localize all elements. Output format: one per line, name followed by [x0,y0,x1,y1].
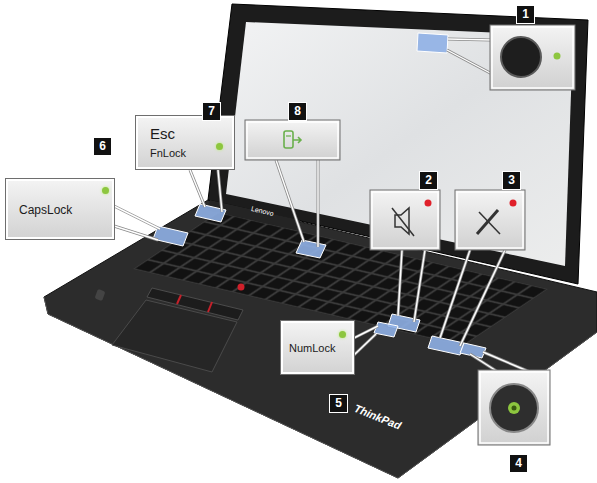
key-label: FnLock [150,147,186,159]
button-stripe [208,302,212,312]
key-label: CapsLock [19,203,72,217]
led-indicator [339,331,346,338]
led-indicator [102,187,109,194]
callout-number: 1 [517,6,534,23]
drive-status-zoom-box [245,120,340,160]
callout-number: 7 [203,103,220,120]
callout-number: 8 [289,103,306,120]
key-zoom-box: NumLock [280,320,355,375]
screen-bezel [208,4,588,284]
base-front-edge [44,297,597,478]
touchpad [112,300,237,372]
callout-number: 6 [94,138,111,155]
button-stripe [177,295,181,304]
callout-number: 2 [420,172,437,189]
key-label: NumLock [289,342,335,354]
led-indicator [216,143,223,150]
power-zoom-box [478,370,550,445]
trackpoint [238,284,245,291]
key-zoom-box: EscFnLock [135,115,235,170]
key-zoom-box: CapsLock [5,178,115,240]
callout-number: 4 [510,455,527,472]
mic-zoom-box [455,190,525,250]
callout-number: 5 [330,395,347,412]
highlight-marks [153,33,486,358]
camera-zoom-box [490,25,575,90]
key-label: Esc [150,125,175,142]
display [226,22,573,266]
mute-zoom-box [370,190,440,250]
fingerprint-reader [95,289,106,301]
callout-number: 3 [503,172,520,189]
